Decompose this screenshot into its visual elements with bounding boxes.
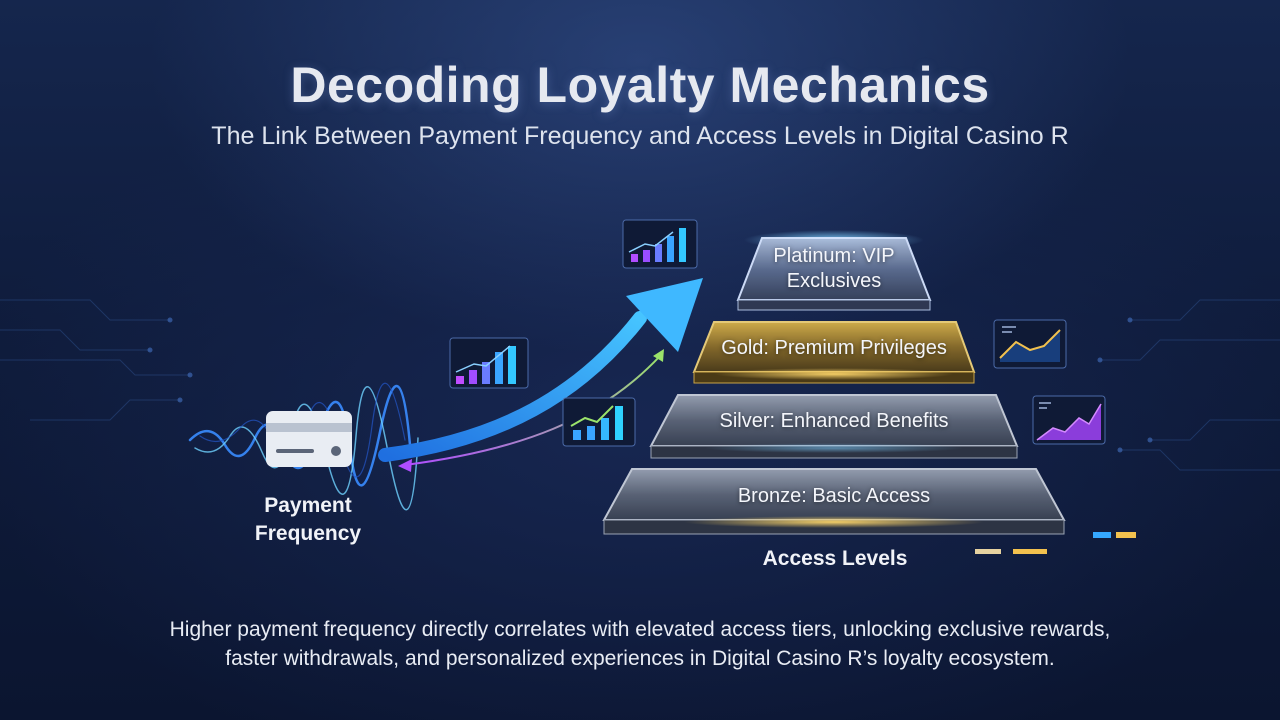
tier-silver bbox=[649, 394, 1019, 459]
footer-caption: Higher payment frequency directly correl… bbox=[0, 615, 1280, 673]
access-levels-label: Access Levels bbox=[762, 547, 908, 570]
caption-line-2: faster withdrawals, and personalized exp… bbox=[225, 647, 1055, 670]
tier-label-bronze: Bronze: Basic Access bbox=[737, 485, 931, 507]
decorative-chips bbox=[975, 532, 1136, 554]
credit-card-icon bbox=[266, 411, 352, 467]
growth-arrow bbox=[378, 278, 703, 462]
tier-label-platinum: Platinum: VIP Exclusives bbox=[773, 245, 895, 292]
tier-platinum bbox=[736, 230, 932, 311]
bar-chart-icon bbox=[622, 219, 698, 269]
tier-gold bbox=[692, 321, 976, 384]
line-chart-icon bbox=[993, 319, 1067, 369]
tier-label-silver: Silver: Enhanced Benefits bbox=[719, 410, 949, 432]
tier-bronze bbox=[602, 468, 1066, 535]
payment-frequency-label: Payment Frequency bbox=[254, 494, 362, 545]
bar-chart-icon bbox=[449, 337, 529, 389]
tier-label-gold: Gold: Premium Privileges bbox=[721, 337, 947, 359]
caption-line-1: Higher payment frequency directly correl… bbox=[169, 618, 1111, 641]
page-subtitle: The Link Between Payment Frequency and A… bbox=[211, 122, 1069, 150]
feedback-arrow bbox=[398, 349, 664, 472]
bar-chart-icon bbox=[562, 397, 636, 447]
page-title: Decoding Loyalty Mechanics bbox=[290, 57, 990, 113]
area-chart-icon bbox=[1032, 395, 1106, 445]
